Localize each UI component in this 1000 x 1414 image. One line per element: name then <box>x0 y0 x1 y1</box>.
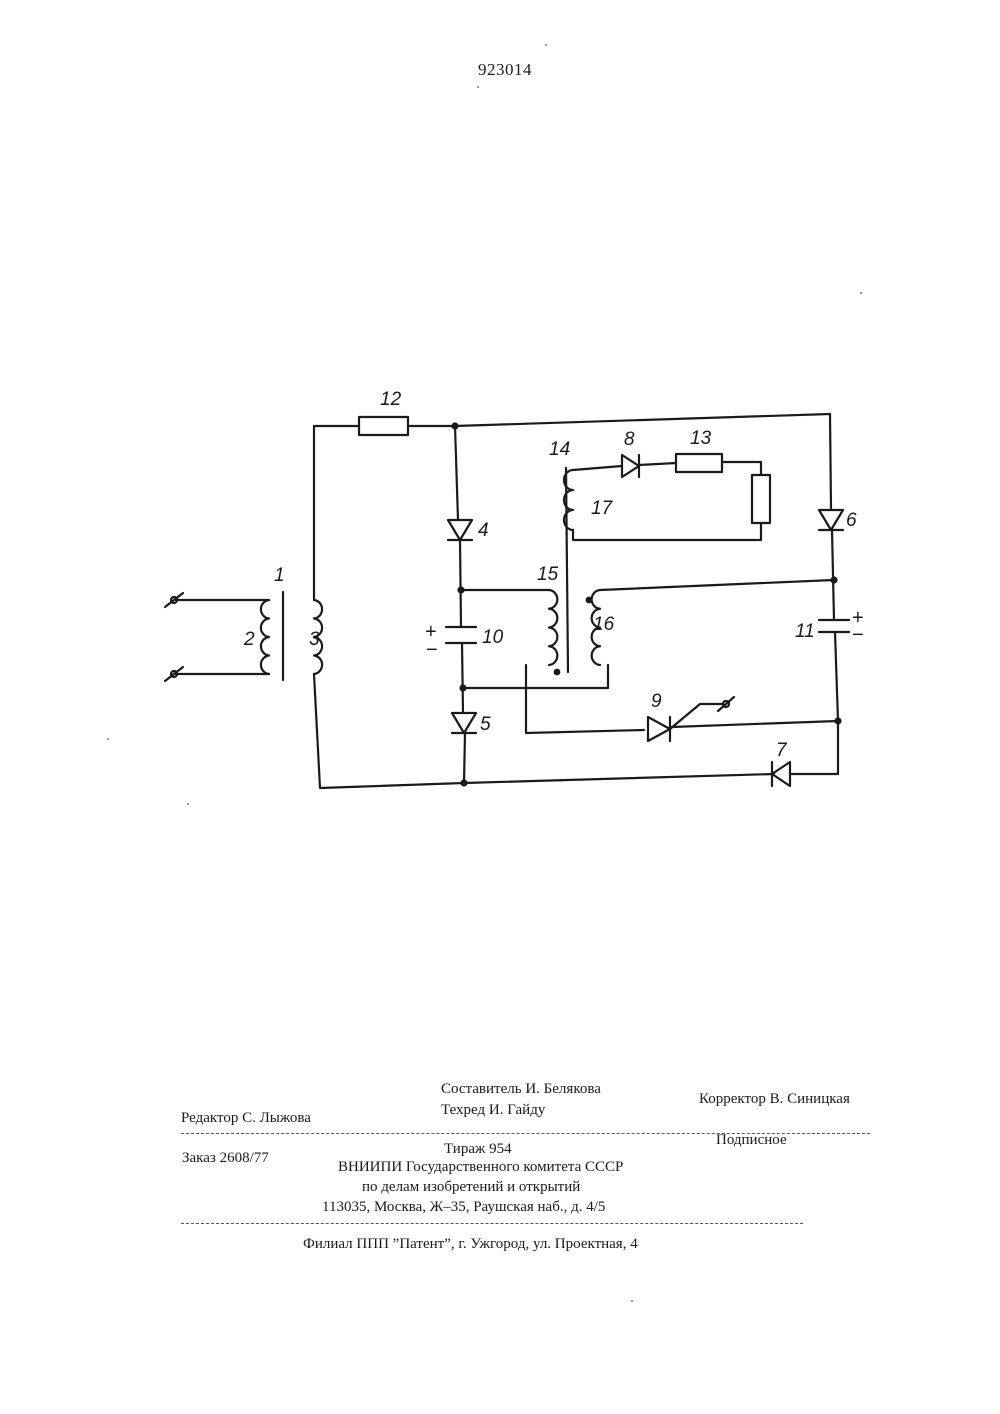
winding-15 <box>549 590 557 665</box>
diode-4 <box>448 520 472 540</box>
label-resistor-13: 13 <box>690 428 712 449</box>
primary-winding <box>261 600 269 674</box>
scan-speck <box>477 86 479 88</box>
diode-5 <box>452 713 476 733</box>
capacitor-10 <box>446 627 476 643</box>
imprint-subscription: Подписное <box>716 1132 787 1149</box>
imprint-divider-2 <box>181 1223 803 1224</box>
label-diode-7: 7 <box>776 740 788 761</box>
capacitor-10-minus: − <box>426 639 438 661</box>
label-resistor-12: 12 <box>380 389 402 410</box>
label-winding-17: 17 <box>591 498 614 519</box>
label-diode-6: 6 <box>846 510 857 531</box>
imprint-org-line1: ВНИИПИ Государственного комитета СССР <box>338 1159 623 1176</box>
scan-speck <box>545 44 547 46</box>
imprint-circulation: Тираж 954 <box>444 1141 512 1158</box>
capacitor-11 <box>819 620 849 632</box>
label-winding-15: 15 <box>537 564 559 585</box>
label-diode-5: 5 <box>480 714 491 735</box>
scan-speck <box>860 292 862 294</box>
imprint-order: Заказ 2608/77 <box>182 1150 269 1167</box>
main-wiring <box>314 414 838 788</box>
label-transformer-1: 1 <box>274 565 285 586</box>
resistor-13 <box>676 454 722 472</box>
label-diode-4: 4 <box>478 520 489 541</box>
scan-speck <box>107 738 109 740</box>
load-resistor <box>752 475 770 523</box>
capacitor-11-minus: − <box>852 624 864 646</box>
imprint-org-address: 113035, Москва, Ж–35, Раушская наб., д. … <box>322 1199 605 1216</box>
imprint-org-line2: по делам изобретений и открытий <box>362 1179 580 1196</box>
label-capacitor-11: 11 <box>795 621 815 642</box>
label-core-14: 14 <box>549 439 570 460</box>
transformer-14-core <box>566 468 568 672</box>
imprint-corrector: Корректор В. Синицкая <box>699 1091 850 1108</box>
resistor-12 <box>359 417 408 435</box>
label-capacitor-10: 10 <box>482 627 504 648</box>
junction-dots <box>451 422 841 786</box>
label-winding-16: 16 <box>593 614 615 635</box>
imprint-compiler: Составитель И. Белякова <box>441 1081 601 1098</box>
label-winding-2: 2 <box>243 629 255 650</box>
imprint-branch: Филиал ППП ”Патент”, г. Ужгород, ул. Про… <box>303 1236 638 1253</box>
label-thyristor-9: 9 <box>651 691 662 712</box>
diode-8 <box>622 455 639 477</box>
imprint-techred: Техред И. Гайду <box>441 1102 545 1119</box>
label-winding-3: 3 <box>309 629 320 650</box>
scan-speck <box>631 1300 633 1302</box>
label-diode-8: 8 <box>624 429 635 450</box>
scan-speck <box>187 803 189 805</box>
imprint-editor: Редактор С. Лыжова <box>181 1110 311 1127</box>
diode-6 <box>819 510 843 530</box>
